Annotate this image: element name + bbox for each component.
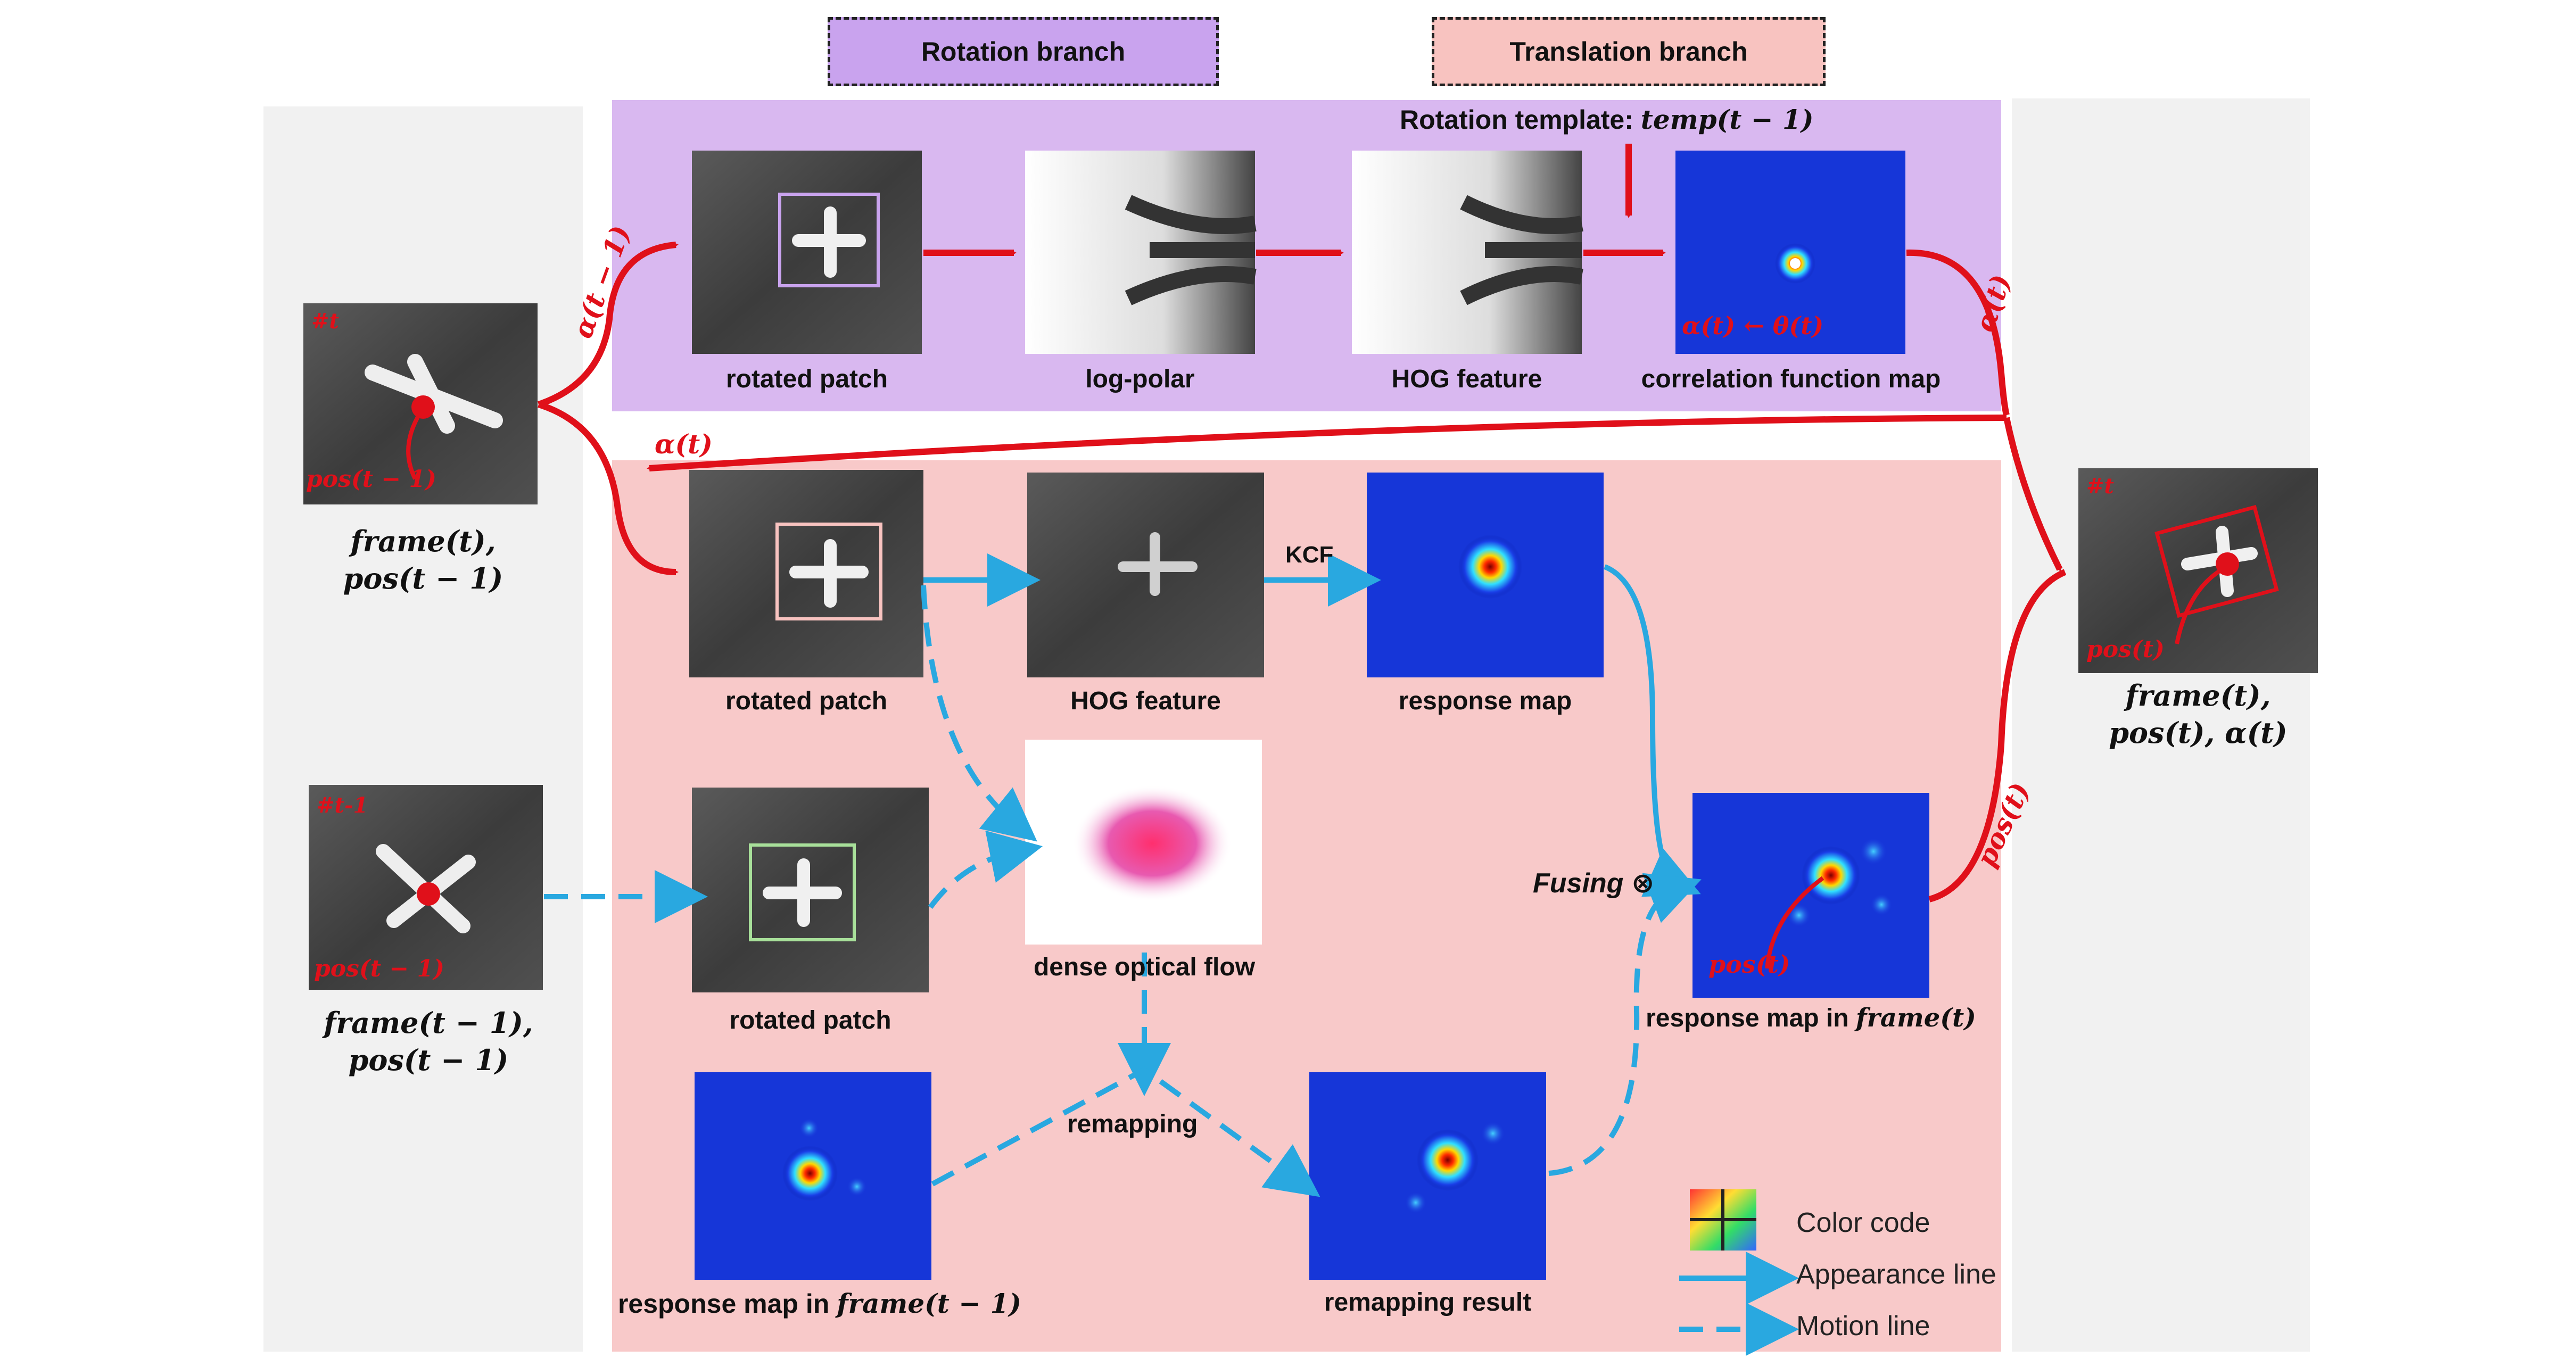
frame-t-tag: #t: [311, 309, 339, 334]
prev-response-map-image: [695, 1072, 931, 1280]
frame-t-caption-1: frame(t),: [350, 524, 496, 558]
frame-t1-caption-1: frame(t − 1),: [324, 1006, 533, 1040]
pos-to-output-line: [1928, 569, 2067, 902]
rotation-branch-header: Rotation branch: [828, 17, 1219, 86]
remapping-result-caption: remapping result: [1324, 1288, 1532, 1316]
remap-to-fusing-line: [1548, 873, 1702, 1176]
rotated-patch-3-image: [692, 788, 929, 992]
corr-to-alpha-line: [1906, 249, 2010, 416]
log-polar-caption: log-polar: [1085, 365, 1195, 393]
output-tag: #t: [2086, 474, 2114, 499]
red-flow-lines: [538, 144, 2067, 902]
blue-motion-lines: [544, 585, 1799, 1356]
remapping-label: remapping: [1067, 1110, 1198, 1138]
rotated-patch-2-image: [689, 470, 923, 677]
correlation-map-caption: correlation function map: [1641, 365, 1941, 393]
patch3-to-flow-line: [928, 830, 1043, 909]
correlation-inner-label: α(t) ← θ(t): [1682, 311, 1824, 340]
rotated-patch-2-caption: rotated patch: [725, 687, 888, 715]
rotation-template-label: Rotation template: temp(t − 1): [1400, 104, 1814, 135]
frame-t-caption-2: pos(t − 1): [343, 561, 503, 595]
hog-feature-rotation-caption: HOG feature: [1391, 365, 1542, 393]
frame-t-image: [303, 303, 538, 504]
frame-t-pos-label: pos(t − 1): [306, 466, 436, 493]
alpha-translation-line: [538, 401, 679, 575]
frame-t1-pos-label: pos(t − 1): [314, 955, 444, 982]
remapping-result-image: [1309, 1072, 1546, 1280]
rotated-patch-3-caption: rotated patch: [729, 1006, 891, 1034]
frame-t1-caption-2: pos(t − 1): [348, 1043, 509, 1077]
alpha-back-line: [647, 415, 2007, 471]
fusing-label: Fusing ⊗: [1533, 868, 1655, 899]
prev-response-to-remap-line: [931, 1066, 1320, 1197]
kcf-label: KCF: [1285, 542, 1334, 568]
output-caption-1: frame(t),: [2125, 678, 2271, 713]
fused-response-map-caption: response map in frame(t): [1646, 1003, 1976, 1033]
right-panel: [2012, 98, 2310, 1352]
hog-feature-rotation-image: [1352, 151, 1583, 354]
hog-feature-translation-caption: HOG feature: [1070, 687, 1221, 715]
output-pos-label: pos(t): [2086, 636, 2165, 663]
legend-motion-line: Motion line: [1796, 1311, 1930, 1342]
correlation-map-image: [1675, 151, 1905, 354]
output-frame-image: [2078, 468, 2318, 673]
response-map-caption: response map: [1398, 687, 1572, 715]
frame-t1-tag: #t-1: [317, 793, 368, 818]
rotated-patch-1-image: [692, 151, 922, 354]
fused-inner-label: pos(t): [1708, 950, 1790, 979]
left-panel: [263, 106, 583, 1352]
frame-t1-image: [309, 785, 543, 990]
alpha-prev-line: [538, 242, 679, 408]
dense-optical-flow-image: [1025, 740, 1262, 945]
alpha-to-output-line: [2003, 417, 2063, 572]
translation-branch-header: Translation branch: [1432, 17, 1826, 86]
response-to-fusing-line: [1604, 564, 1701, 897]
alpha-back-label: α(t): [655, 428, 713, 460]
patch2-to-flow-line: [921, 585, 1037, 842]
legend-appearance-line: Appearance line: [1796, 1259, 1996, 1290]
log-polar-image: [1025, 151, 1257, 354]
legend-color-code: Color code: [1796, 1207, 1930, 1238]
dense-optical-flow-caption: dense optical flow: [1033, 953, 1256, 981]
output-caption-2: pos(t), α(t): [2109, 716, 2288, 750]
blue-appearance-lines: [923, 553, 1799, 1305]
prev-response-map-caption: response map in frame(t − 1): [617, 1288, 1022, 1319]
response-map-image: [1367, 473, 1604, 677]
fused-response-map-image: [1692, 793, 1929, 998]
rotated-patch-1-caption: rotated patch: [725, 365, 888, 393]
hog-feature-translation-image: [1027, 473, 1264, 677]
